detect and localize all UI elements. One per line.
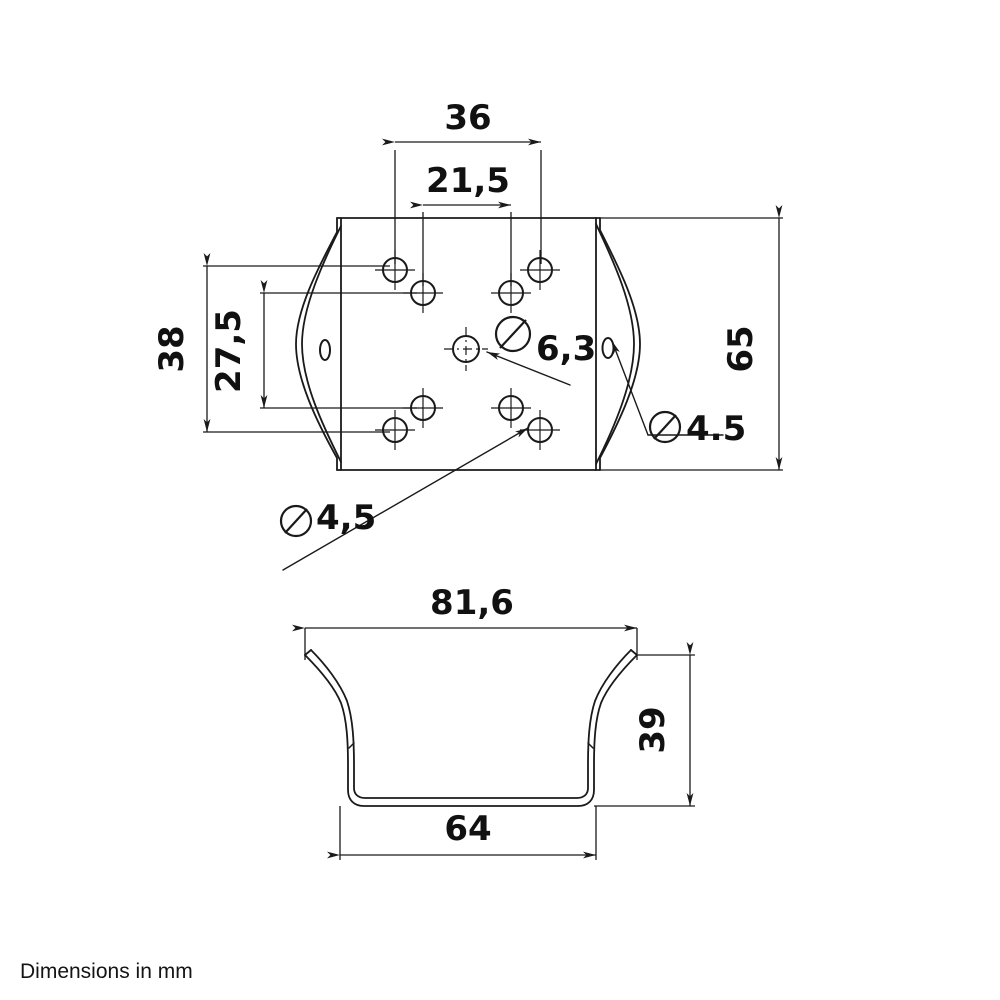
plate-outline [336,217,601,471]
dimension-65: 65 [600,205,783,471]
callout-4-5-corner-label: 4,5 [316,498,376,538]
dimension-64-label: 64 [444,809,491,849]
right-flange-curve [595,217,641,471]
dimension-38-label: 38 [152,325,192,372]
callout-6-3-label: 6,3 [536,329,596,369]
hole-bottom-left-outer [375,410,415,450]
dimension-36-label: 36 [444,98,491,138]
dimension-21-5-label: 21,5 [426,161,510,201]
dimension-27-5-label: 27,5 [209,309,249,393]
channel-web-ticks [348,742,594,749]
callout-diameter-4-5-slot: 4.5 [611,340,746,449]
dimension-65-label: 65 [721,325,761,372]
dimension-39: 39 [594,642,695,807]
hole-bottom-right-inner [491,388,531,428]
dimension-21-5: 21,5 [410,161,512,286]
callout-diameter-6-3: 6,3 [486,315,596,386]
dimension-81-6: 81,6 [292,583,638,660]
dimension-27-5: 27,5 [209,280,417,409]
dimension-38: 38 [152,253,390,433]
left-flange-slot [319,339,331,361]
callout-diameter-4-5-corner: 4,5 [279,427,529,571]
dimension-39-label: 39 [633,706,673,753]
hole-top-right-outer [520,250,560,290]
left-flange-curve [295,217,342,471]
channel-flare-tips [304,649,638,656]
channel-profile-outer [304,654,638,807]
dimension-64: 64 [327,806,597,860]
dimension-36: 36 [382,98,542,264]
callout-4-5-slot-label: 4.5 [686,409,746,449]
diameter-symbol-4-5-slot-icon [648,410,682,444]
diameter-symbol-4-5-corner-icon [279,504,313,538]
diameter-symbol-6-3-icon [494,315,532,353]
dimension-81-6-label: 81,6 [430,583,514,623]
section-view: 81,6 39 64 [292,583,695,860]
front-view: 36 21,5 38 27,5 [152,98,783,571]
units-caption: Dimensions in mm [20,960,193,983]
channel-profile-inner [310,649,632,799]
hole-center [444,327,488,371]
